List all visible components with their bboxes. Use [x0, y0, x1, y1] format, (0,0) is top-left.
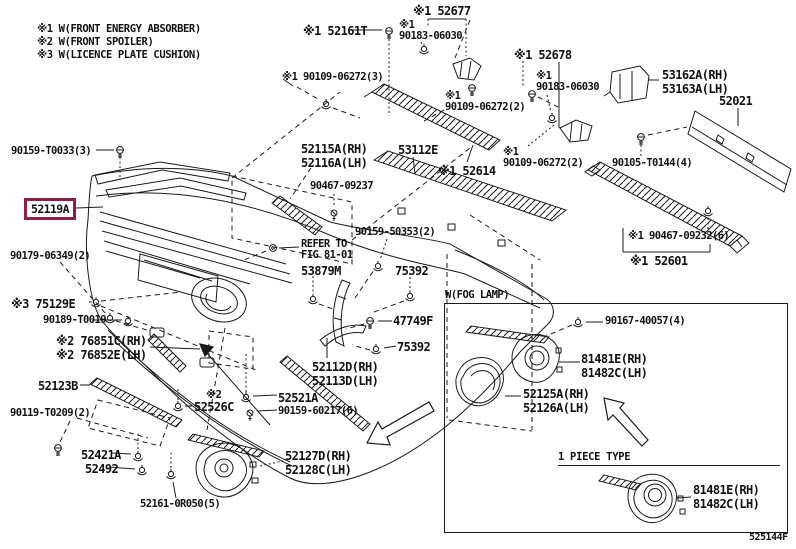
diagram-code: 525144F: [749, 532, 788, 543]
one-piece-type-heading: 1 PIECE TYPE: [558, 451, 780, 466]
part-label-75129E[interactable]: ※3 75129E: [11, 297, 76, 311]
part-label-90159-50353[interactable]: 90159-50353(2): [355, 226, 436, 238]
clip-icon: [371, 343, 381, 355]
fog-lamp-parts-art: [455, 325, 686, 524]
fog-lamp-box: [444, 303, 788, 533]
part-label-53112E[interactable]: 53112E: [398, 143, 438, 157]
bolt-icon: [366, 317, 374, 330]
fog-cover-bezel-art: [187, 433, 265, 498]
part-label-52115A[interactable]: 52115A(RH)52116A(LH): [301, 142, 368, 170]
part-label-90119-T0209[interactable]: 90119-T0209(2): [10, 407, 91, 419]
clip-icon: [105, 312, 115, 324]
part-label-76851C-76852E[interactable]: ※2 76851C(RH)※2 76852E(LH): [56, 334, 147, 362]
reinforcement-bars-art: [89, 83, 792, 432]
part-label-47749F[interactable]: 47749F: [393, 314, 433, 328]
part-label-90167-40057[interactable]: 90167-40057(4): [605, 315, 686, 327]
part-label-90179-06349[interactable]: 90179-06349(2): [10, 250, 91, 262]
part-label-90109-06272-3[interactable]: ※1 90109-06272(3): [282, 71, 384, 83]
clip-icon: [321, 98, 331, 110]
bolt-icon: [54, 444, 62, 457]
clip-icon: [419, 43, 429, 55]
part-label-52678[interactable]: ※1 52678: [514, 48, 572, 62]
part-label-52421A[interactable]: 52421A: [81, 448, 121, 462]
part-label-52161T[interactable]: ※1 52161T: [303, 24, 368, 38]
bolt-icon: [637, 133, 645, 146]
part-label-90467-09232[interactable]: ※1 90467-09232(6): [628, 230, 730, 242]
note-front-spoiler: ※2 W(FRONT SPOILER): [37, 36, 154, 48]
part-label-81481E-b[interactable]: 81481E(RH)81482C(LH): [693, 483, 760, 511]
clip-icon: [173, 400, 183, 412]
part-label-90189-T0019[interactable]: 90189-T0019: [43, 314, 107, 326]
clip-icon: [166, 468, 176, 480]
small-arrowhead: [198, 343, 215, 358]
part-label-90467-09237[interactable]: 90467-09237: [310, 180, 374, 192]
part-label-52677[interactable]: ※1 52677: [413, 4, 471, 18]
grommet-icon: [269, 244, 277, 252]
part-label-81481E-a[interactable]: 81481E(RH)81482C(LH): [581, 352, 648, 380]
bolt-icon: [116, 146, 124, 159]
part-label-90159-60217[interactable]: 90159-60217(6): [278, 405, 359, 417]
bolt-icon: [385, 27, 393, 40]
part-label-90105-T0144[interactable]: 90105-T0144(4): [612, 157, 693, 169]
clip-icon: [137, 464, 147, 476]
part-label-52614[interactable]: ※1 52614: [438, 164, 496, 178]
note-licence-plate: ※3 W(LICENCE PLATE CUSHION): [37, 49, 201, 61]
screw-icon: [330, 209, 338, 222]
screw-icon: [246, 409, 254, 422]
fog-lamp-box-title: W(FOG LAMP): [445, 289, 510, 301]
dotted-leaders: [119, 19, 709, 468]
part-label-52521A[interactable]: 52521A: [278, 391, 318, 405]
leader-lines: [75, 18, 739, 499]
part-label-75392-a[interactable]: 75392: [395, 264, 429, 278]
part-label-52526C[interactable]: 52526C: [194, 400, 234, 414]
clip-icon: [373, 260, 383, 272]
part-label-52127D[interactable]: 52127D(RH)52128C(LH): [285, 449, 352, 477]
part-label-75392-b[interactable]: 75392: [397, 340, 431, 354]
clip-icon: [405, 290, 415, 302]
part-label-53879M[interactable]: 53879M: [301, 264, 341, 278]
clip-icon: [703, 205, 713, 217]
big-arrow-fog: [603, 397, 649, 447]
construction-lines: [59, 19, 688, 447]
part-label-53162A[interactable]: 53162A(RH)53163A(LH): [662, 68, 729, 96]
part-label-52112D[interactable]: 52112D(RH)52113D(LH): [312, 360, 379, 388]
part-label-52526C-star[interactable]: ※2: [206, 389, 222, 401]
direction-arrows: [198, 343, 649, 447]
note-energy-absorber: ※1 W(FRONT ENERGY ABSORBER): [37, 23, 201, 35]
clip-icon: [308, 293, 318, 305]
highlighted-part-number: 52119A: [31, 202, 70, 216]
clip-icon: [547, 112, 557, 124]
part-label-52161-0R050[interactable]: 52161-0R050(5): [140, 498, 221, 510]
clip-icon: [133, 450, 143, 462]
part-label-52492[interactable]: 52492: [85, 462, 119, 476]
highlighted-part-box[interactable]: 52119A: [24, 198, 76, 220]
brackets-art: [452, 57, 650, 143]
part-label-52601[interactable]: ※1 52601: [630, 254, 688, 268]
part-label-52021[interactable]: 52021: [719, 94, 753, 108]
part-label-52123B[interactable]: 52123B: [38, 379, 78, 393]
part-label-90159-T0033[interactable]: 90159-T0033(3): [11, 145, 92, 157]
bolt-icon: [528, 90, 536, 103]
part-label-52125A[interactable]: 52125A(RH)52126A(LH): [523, 387, 590, 415]
big-arrow-main: [366, 401, 435, 446]
